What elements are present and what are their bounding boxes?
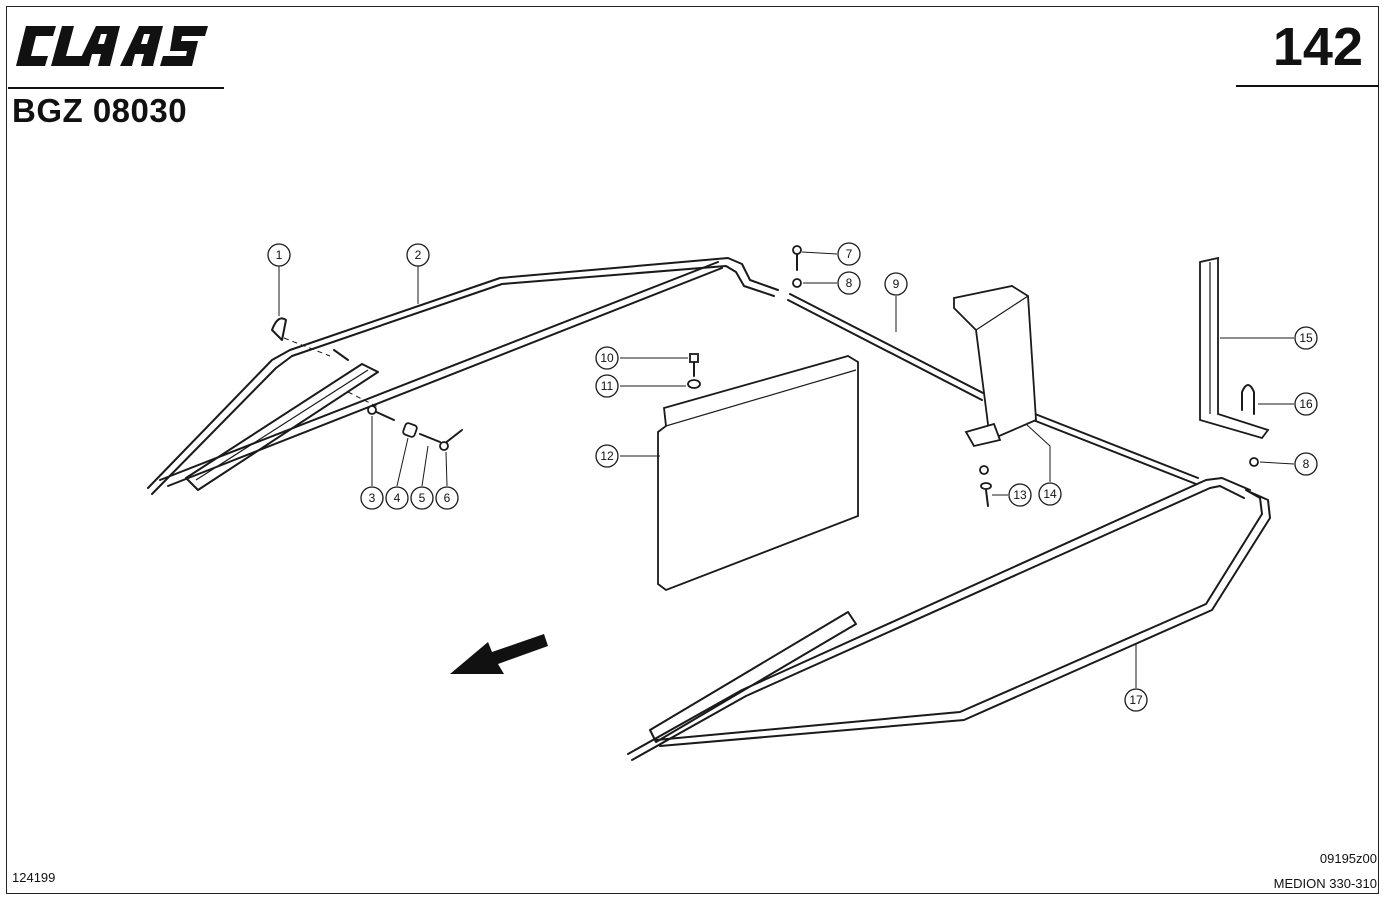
svg-text:11: 11 [601,379,614,393]
sheet-frame [6,6,1379,894]
svg-text:6: 6 [444,491,451,505]
footer-code: 124199 [12,870,56,885]
drawing-reference: 09195z00 [1319,851,1377,866]
lynch-pin [271,317,381,409]
claas-logo-icon [16,26,208,66]
svg-text:14: 14 [1043,487,1057,501]
svg-text:2: 2 [415,248,422,262]
callout-7: 7 [837,242,861,266]
callout-8-upper: 8 [837,271,861,295]
callout-13: 13 [1008,483,1032,507]
svg-text:17: 17 [1129,693,1143,707]
svg-text:5: 5 [419,491,426,505]
callout-5: 5 [410,486,434,510]
callout-9: 9 [884,272,908,296]
nut-right [1249,457,1259,467]
callout-14: 14 [1038,482,1062,506]
page-number: 142 [1272,17,1363,77]
svg-text:4: 4 [394,491,401,505]
bolt-and-nut-upper [792,245,802,288]
header-rule-right [1236,85,1379,87]
svg-text:1: 1 [276,248,283,262]
callout-1: 1 [267,243,291,267]
svg-text:16: 16 [1299,397,1313,411]
left-guard-rail [147,257,779,495]
travel-direction-arrow-icon [450,634,548,674]
cross-tube [787,293,1199,485]
svg-text:9: 9 [893,277,900,291]
screw-and-washer [687,353,701,389]
callout-17: 17 [1124,688,1148,712]
svg-text:8: 8 [1303,457,1310,471]
deflector-plate [657,355,859,592]
callout-10: 10 [595,346,619,370]
svg-text:13: 13 [1013,488,1027,502]
right-guard-rail [627,477,1271,761]
callout-leaders [278,251,1295,688]
svg-text:3: 3 [369,491,376,505]
svg-text:15: 15 [1299,331,1313,345]
document-code: BGZ 08030 [12,92,188,129]
svg-text:10: 10 [600,351,614,365]
angle-bracket [1199,256,1270,440]
svg-text:7: 7 [846,247,853,261]
callout-2: 2 [406,243,430,267]
header-rule-left [8,87,224,89]
callout-4: 4 [385,486,409,510]
callout-12: 12 [595,444,619,468]
fastener-set-left [367,405,463,451]
callout-11: 11 [595,374,619,398]
callout-3: 3 [360,486,384,510]
callout-8-lower: 8 [1294,452,1318,476]
callout-6: 6 [435,486,459,510]
svg-text:8: 8 [846,276,853,290]
u-bolt [1241,384,1255,415]
mounting-bracket [953,285,1037,448]
svg-text:12: 12 [600,449,614,463]
callout-16: 16 [1294,392,1318,416]
callout-15: 15 [1294,326,1318,350]
bolt-lower [979,465,992,507]
machine-model: MEDION 330-310 [1273,876,1377,891]
